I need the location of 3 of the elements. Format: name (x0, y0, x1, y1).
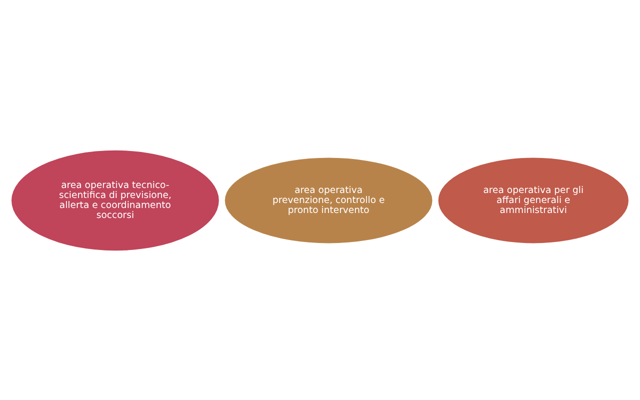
node-ellipse: area operativa prevenzione, controllo e pronto intervento (223, 156, 434, 244)
node-ellipse: area operativa per gli affari generali e amministrativi (436, 156, 630, 244)
node-ellipse: area operativa tecnico-scientifica di previsione, allerta e coordinamento soccorsi (10, 148, 220, 252)
